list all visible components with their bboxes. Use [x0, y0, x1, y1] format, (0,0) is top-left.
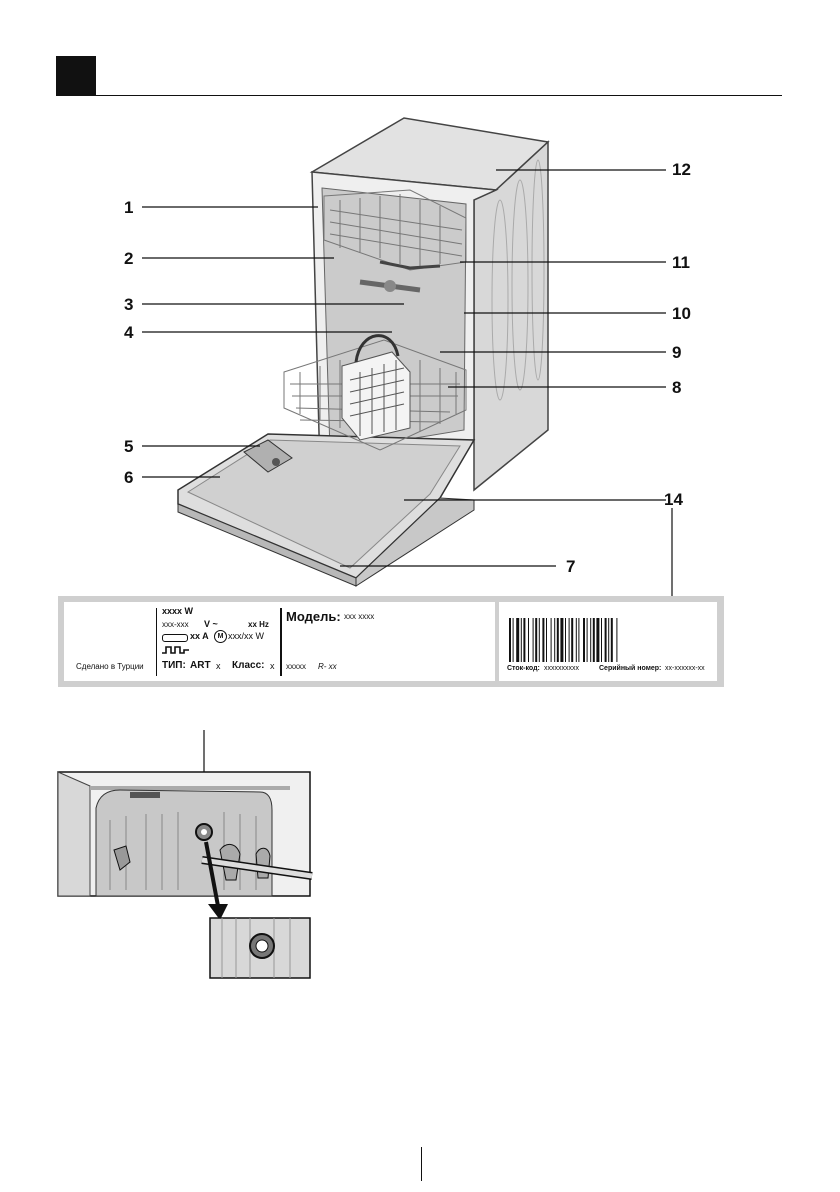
callout-7: 7: [566, 558, 575, 575]
stock-code-value: xxxxxxxxxx: [544, 665, 579, 672]
barcode: [509, 618, 709, 662]
callout-12: 12: [672, 161, 691, 178]
barcode-bar: [578, 618, 579, 662]
class-value: x: [270, 661, 275, 671]
callout-14: 14: [664, 491, 683, 508]
stock-code-label: Сток-код:: [507, 665, 540, 672]
model-value: xxx xxxx: [344, 612, 374, 621]
barcode-bar: [523, 618, 525, 662]
barcode-bar: [551, 618, 552, 662]
barcode-bar: [542, 618, 544, 662]
motor-rating: xxx/xx W: [228, 631, 264, 641]
barcode-bar: [608, 618, 609, 662]
motor-icon: M: [214, 630, 227, 643]
product-code-suffix: R- xx: [318, 662, 337, 671]
barcode-bar: [560, 618, 563, 662]
barcode-bar: [583, 618, 585, 662]
barcode-bar: [516, 618, 519, 662]
fuse-icon: [162, 634, 188, 642]
page-footer-line: [421, 1147, 422, 1181]
voltage-range: xxx-xxx: [162, 620, 189, 629]
callout-2: 2: [124, 250, 133, 267]
type-label: ТИП:: [162, 660, 186, 671]
callout-10: 10: [672, 305, 691, 322]
type-value: ART: [190, 660, 211, 671]
product-code: xxxxx: [286, 662, 306, 671]
barcode-bar: [605, 618, 607, 662]
spec-divider: [156, 608, 157, 676]
barcode-bar: [557, 618, 559, 662]
type-x: x: [216, 661, 221, 671]
callout-4: 4: [124, 324, 133, 341]
barcode-bar: [596, 618, 599, 662]
made-in: Сделано в Турции: [76, 662, 144, 671]
voltage-unit: V ~: [204, 619, 218, 629]
barcode-bar: [571, 618, 573, 662]
barcode-bar: [521, 618, 522, 662]
barcode-bar: [611, 618, 613, 662]
barcode-bar: [509, 618, 511, 662]
barcode-bar: [546, 618, 547, 662]
callout-9: 9: [672, 344, 681, 361]
power-rating: xxxx W: [162, 606, 193, 616]
barcode-bar: [616, 618, 617, 662]
callout-11: 11: [672, 254, 690, 271]
model-label: Модель:: [286, 609, 341, 624]
zoom-detail-view: [210, 918, 310, 978]
barcode-bar: [513, 618, 514, 662]
barcode-bar: [539, 618, 540, 662]
callout-3: 3: [124, 296, 133, 313]
callout-1: 1: [124, 199, 133, 216]
barcode-bar: [601, 618, 602, 662]
barcode-bar: [533, 618, 534, 662]
barcode-bar: [590, 618, 591, 662]
barcode-bar: [569, 618, 570, 662]
class-label: Класс:: [232, 660, 264, 671]
barcode-bar: [593, 618, 595, 662]
serial-number-label: Серийный номер:: [599, 665, 661, 672]
callout-8: 8: [672, 379, 681, 396]
rating-label: xxxx W xxx-xxx V ~ xx Hz xx A M xxx/xx W…: [58, 596, 724, 687]
model-divider: [280, 608, 282, 676]
frequency: xx Hz: [248, 620, 269, 629]
inset-illustration: [50, 730, 320, 985]
barcode-panel: Сток-код: xxxxxxxxxx Серийный номер: xx-…: [499, 602, 717, 681]
barcode-bar: [565, 618, 566, 662]
serial-number-value: xx-xxxxxx-xx: [665, 665, 705, 672]
pulse-icon: [162, 645, 190, 655]
callout-5: 5: [124, 438, 133, 455]
rating-label-specs: xxxx W xxx-xxx V ~ xx Hz xx A M xxx/xx W…: [64, 602, 495, 681]
barcode-bar: [554, 618, 555, 662]
tub-interior-view: [58, 772, 312, 896]
fuse-rating: xx A: [190, 631, 209, 641]
barcode-bar: [576, 618, 577, 662]
barcode-bar: [587, 618, 588, 662]
barcode-bar: [528, 618, 529, 662]
barcode-bar: [535, 618, 537, 662]
callout-6: 6: [124, 469, 133, 486]
